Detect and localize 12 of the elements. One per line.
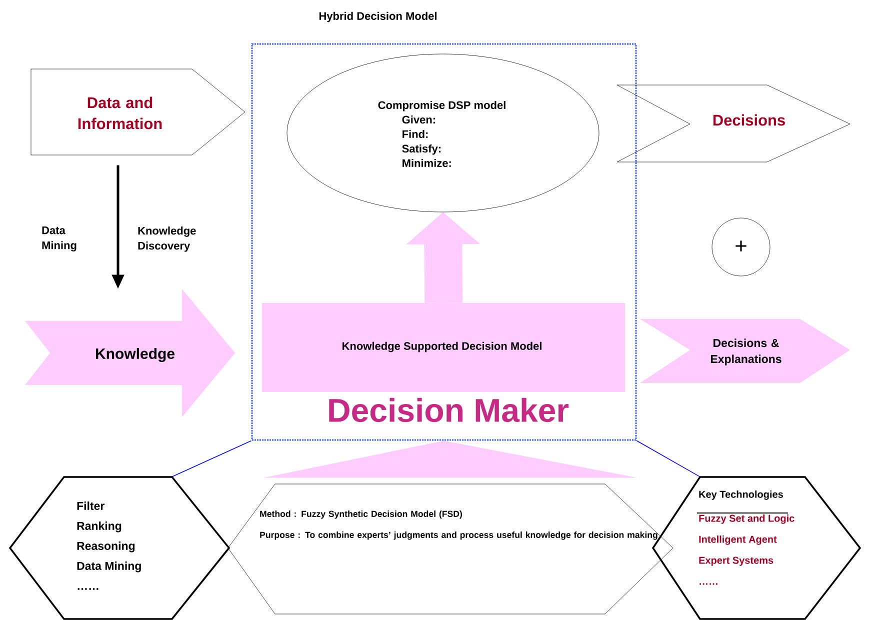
chevron: Decisions [616,84,850,162]
side-label: Data Mining [42,226,76,252]
dotted-frame [251,43,637,441]
connector-line [636,440,700,478]
edge-label: Knowledge Discovery [138,226,196,252]
chevron: Decisions & Explanations [640,319,850,383]
frame-title: Hybrid Decision Model [319,12,436,22]
model-box: Knowledge Supported Decision Model [262,303,625,392]
hexagon: Method : Fuzzy Synthetic Decision Model (FSD) Purpose : To combine experts’ judgments and process useful knowledge for decision making [228,484,674,614]
triangle-arrow [264,440,638,478]
wordart-text: Decision Maker [329,398,568,422]
connector-line [172,440,252,478]
